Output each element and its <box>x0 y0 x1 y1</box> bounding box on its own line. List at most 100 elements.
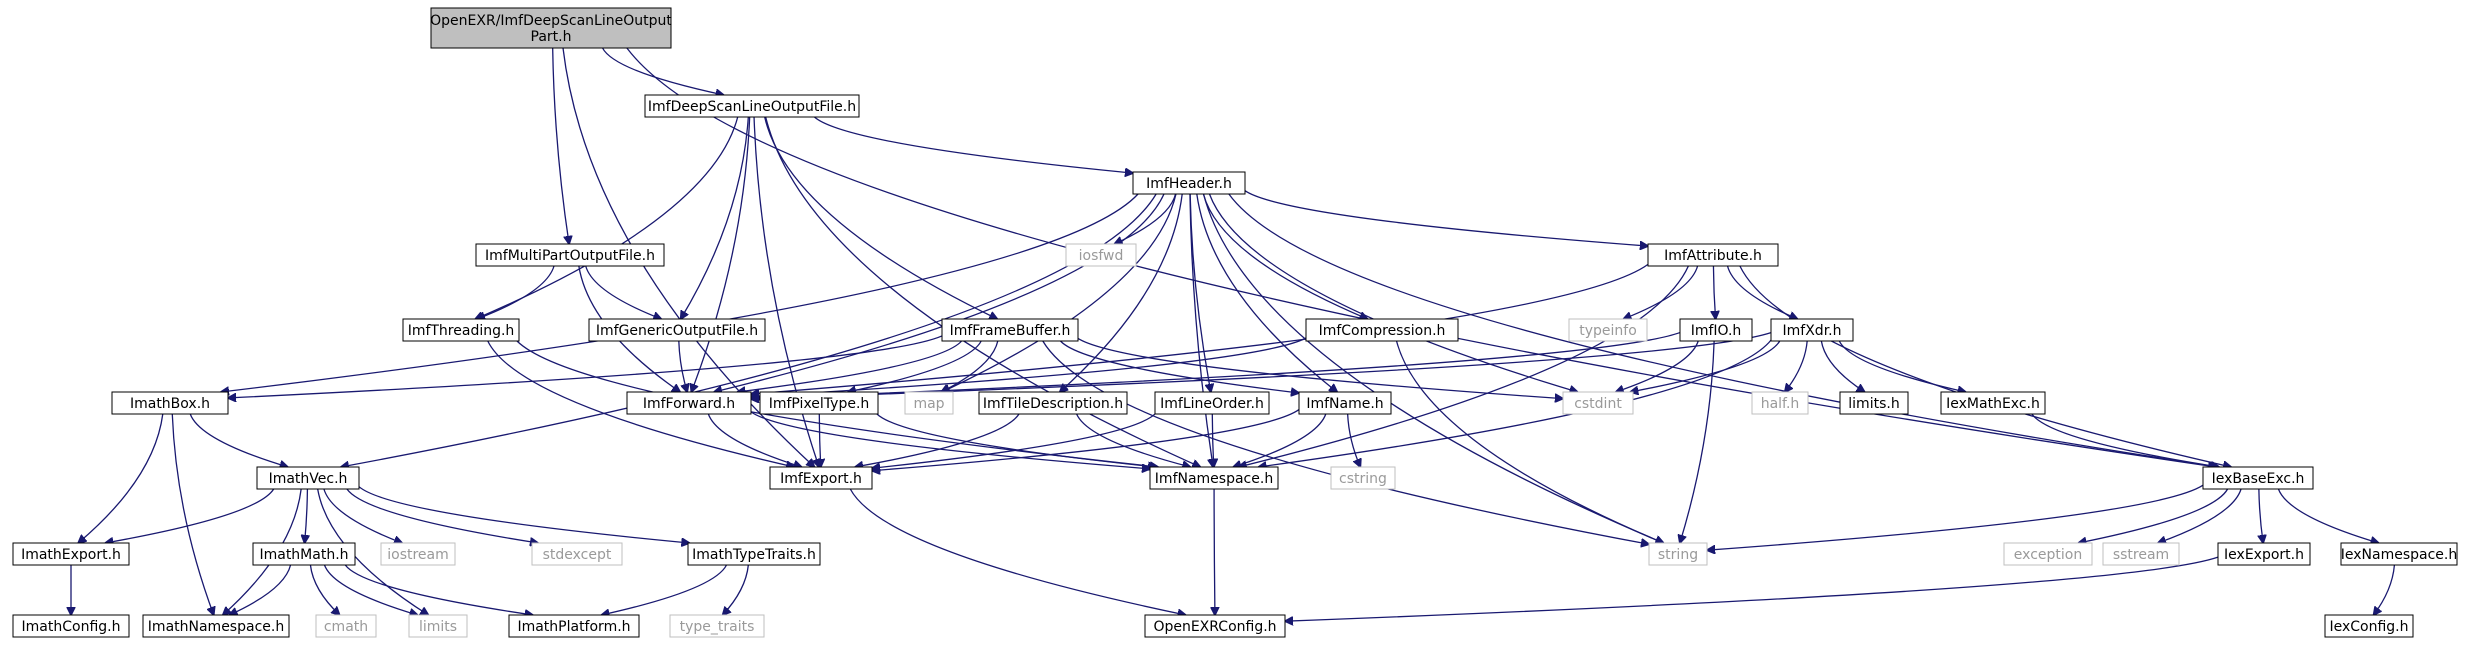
node-imfdeepscanlineoutputfile-h[interactable]: ImfDeepScanLineOutputFile.h <box>644 94 860 118</box>
node-imfnamespace-h[interactable]: ImfNamespace.h <box>1149 466 1279 490</box>
edge-iexbase-to-string <box>1707 484 2204 550</box>
node-box <box>408 614 468 638</box>
node-imflineorder-h[interactable]: ImfLineOrder.h <box>1154 391 1270 415</box>
node-typeinfo: typeinfo <box>1568 318 1648 342</box>
node-imftiledescription-h[interactable]: ImfTileDescription.h <box>978 391 1128 415</box>
node-label: IexConfig.h <box>2329 619 2408 635</box>
edge-immath-to-cmath <box>309 564 339 615</box>
edge-thr-to-exp <box>487 340 794 467</box>
node-iexmathexc-h[interactable]: IexMathExc.h <box>1940 391 2046 415</box>
edge-exp-to-exrcfg <box>849 488 1185 615</box>
node-label: string <box>1658 547 1698 563</box>
edge-root-to-dsof <box>601 47 724 95</box>
node-box <box>2324 614 2414 638</box>
node-imfattribute-h[interactable]: ImfAttribute.h <box>1647 243 1779 267</box>
edge-xdr-to-fwd <box>751 332 1772 399</box>
edge-fb-to-string <box>1042 340 1649 544</box>
node-imathtypetraits-h[interactable]: ImathTypeTraits.h <box>687 542 821 566</box>
node-box <box>508 614 640 638</box>
node-imfmultipartoutputfile-h[interactable]: ImfMultiPartOutputFile.h <box>475 243 665 267</box>
node-limits: limits <box>408 614 468 638</box>
node-imathnamespace-h[interactable]: ImathNamespace.h <box>142 614 290 638</box>
edge-name-to-cstring <box>1346 413 1361 467</box>
node-iexnamespace-h[interactable]: IexNamespace.h <box>2340 542 2458 566</box>
node-limits-h[interactable]: limits.h <box>1839 391 1909 415</box>
node-box <box>669 614 765 638</box>
node-box <box>1305 318 1459 342</box>
node-imfheader-h[interactable]: ImfHeader.h <box>1132 171 1246 195</box>
node-imfframebuffer-h[interactable]: ImfFrameBuffer.h <box>941 318 1079 342</box>
node-imfforward-h[interactable]: ImfForward.h <box>626 391 752 415</box>
edge-xdr-to-cstdint <box>1630 340 1781 392</box>
node-box <box>644 94 860 118</box>
node-label: ImfIO.h <box>1691 323 1742 339</box>
node-iexbaseexc-h[interactable]: IexBaseExc.h <box>2202 466 2314 490</box>
node-label: ImfName.h <box>1306 396 1383 412</box>
edge-io-to-string <box>1680 340 1715 543</box>
node-label: ImathNamespace.h <box>148 619 284 635</box>
node-label: map <box>913 396 944 412</box>
node-label: Part.h <box>531 29 572 45</box>
node-box <box>904 391 954 415</box>
node-box <box>402 318 520 342</box>
node-imfname-h[interactable]: ImfName.h <box>1298 391 1392 415</box>
node-iosfwd: iosfwd <box>1065 243 1137 267</box>
node-box <box>769 466 873 490</box>
node-label: ImathMath.h <box>259 547 348 563</box>
edge-name-to-exp <box>872 409 1300 471</box>
node-imathmath-h[interactable]: ImathMath.h <box>252 542 356 566</box>
node-box <box>142 614 290 638</box>
node-box <box>1144 614 1286 638</box>
node-box <box>380 542 456 566</box>
node-imfio-h[interactable]: ImfIO.h <box>1679 318 1753 342</box>
node-box <box>1751 391 1809 415</box>
node-box <box>111 391 229 415</box>
node-box <box>256 466 360 490</box>
node-box <box>2202 466 2314 490</box>
node-label: ImfAttribute.h <box>1664 248 1762 264</box>
node-imathconfig-h[interactable]: ImathConfig.h <box>12 614 130 638</box>
edge-xdr-to-half <box>1785 340 1808 392</box>
edge-xdr-to-mathexc <box>1838 340 1965 392</box>
node-box <box>588 318 766 342</box>
node-imathbox-h[interactable]: ImathBox.h <box>111 391 229 415</box>
edge-xdr-to-limitsh <box>1820 340 1864 392</box>
node-box <box>1648 542 1708 566</box>
node-box <box>2217 542 2311 566</box>
node-box <box>1679 318 1753 342</box>
edge-hdr-to-ns <box>1189 193 1213 467</box>
node-box <box>531 542 623 566</box>
node-imfthreading-h[interactable]: ImfThreading.h <box>402 318 520 342</box>
node-openexrconfig-h[interactable]: OpenEXRConfig.h <box>1144 614 1286 638</box>
node-cmath: cmath <box>315 614 377 638</box>
edge-vec-to-iostream <box>323 488 402 543</box>
edge-hdr-to-iexbase <box>1228 193 2218 467</box>
node-imfpixeltype-h[interactable]: ImfPixelType.h <box>759 391 879 415</box>
node-label: IexBaseExc.h <box>2212 471 2305 487</box>
node-label: ImfHeader.h <box>1146 176 1232 192</box>
node-imfgenericoutputfile-h[interactable]: ImfGenericOutputFile.h <box>588 318 766 342</box>
edge-iexbase-to-sstream <box>2158 488 2242 543</box>
edge-fwd-to-ns <box>750 411 1150 469</box>
node-imathexport-h[interactable]: ImathExport.h <box>12 542 130 566</box>
node-imfexport-h[interactable]: ImfExport.h <box>769 466 873 490</box>
node-label: IexNamespace.h <box>2341 547 2457 563</box>
node-imfxdr-h[interactable]: ImfXdr.h <box>1770 318 1854 342</box>
node-box <box>1940 391 2046 415</box>
node-imfcompression-h[interactable]: ImfCompression.h <box>1305 318 1459 342</box>
node-box <box>1562 391 1634 415</box>
node-iexexport-h[interactable]: IexExport.h <box>2217 542 2311 566</box>
node-half-h: half.h <box>1751 391 1809 415</box>
edge-iexbase-to-iexexp <box>2259 488 2263 543</box>
node-box <box>1154 391 1270 415</box>
node-iostream: iostream <box>380 542 456 566</box>
edge-root-to-mpof <box>552 47 569 244</box>
edge-fb-to-box <box>228 335 943 398</box>
edge-attr-to-ns <box>1239 265 1689 467</box>
node-iexconfig-h[interactable]: IexConfig.h <box>2324 614 2414 638</box>
node-imathplatform-h[interactable]: ImathPlatform.h <box>508 614 640 638</box>
node-map: map <box>904 391 954 415</box>
node-imathvec-h[interactable]: ImathVec.h <box>256 466 360 490</box>
edge-tile-to-exp <box>855 413 1020 467</box>
